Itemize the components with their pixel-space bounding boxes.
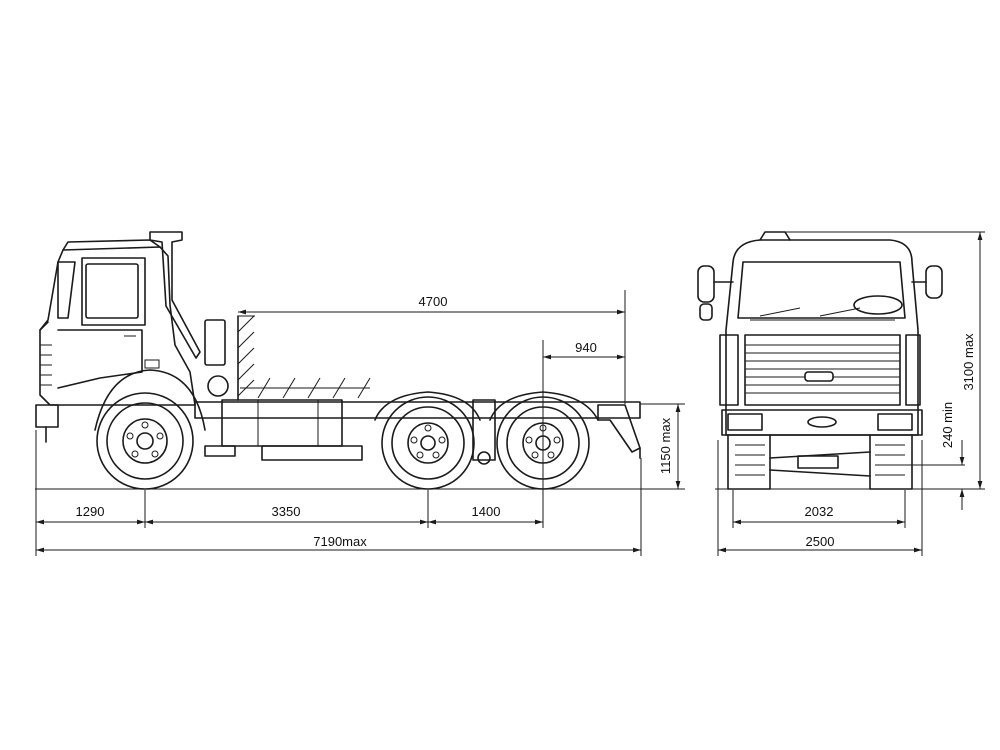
air-intake [149, 231, 201, 359]
front-axle [727, 434, 913, 490]
cab [35, 239, 196, 443]
hatched-area [237, 315, 371, 401]
dim-rear-overhang: 940 [575, 340, 597, 355]
side-view: 4700 940 1290 3350 1400 7190max 1150 max [35, 231, 685, 556]
rear-wheel-1 [381, 396, 475, 490]
dim-frame-length: 4700 [419, 294, 448, 309]
dim-overall-height: 3100 max [961, 333, 976, 391]
mirrors [697, 265, 943, 321]
front-view: 2032 2500 3100 max 240 min [697, 231, 985, 556]
dim-front-overhang: 1290 [76, 504, 105, 519]
dim-rear-axle-spacing: 1400 [472, 504, 501, 519]
dim-track-width: 2032 [805, 504, 834, 519]
front-wheel [94, 369, 206, 490]
filter-canister [204, 319, 229, 397]
front-dimensions [717, 231, 985, 556]
rear-bogie [374, 391, 599, 490]
dim-overall-length: 7190max [313, 534, 367, 549]
front-cab [719, 231, 923, 436]
dim-ground-clearance: 240 min [940, 402, 955, 448]
chassis-frame [194, 399, 641, 461]
dim-frame-height: 1150 max [658, 417, 673, 474]
dim-wheelbase: 3350 [272, 504, 301, 519]
side-dimensions [35, 290, 685, 556]
dim-overall-width: 2500 [806, 534, 835, 549]
